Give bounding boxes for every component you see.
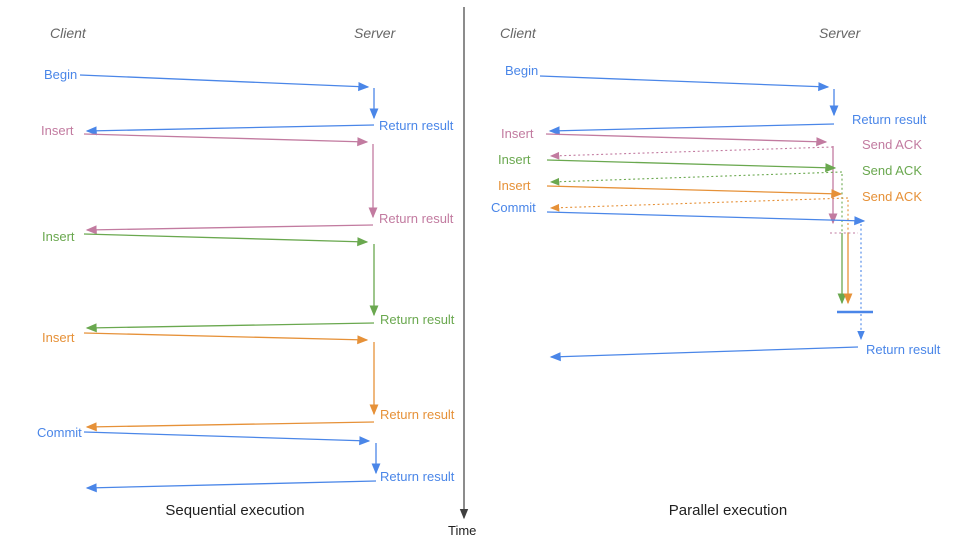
seq-insert1-request-arrow xyxy=(83,133,369,147)
par-insert2-ack-arrow xyxy=(549,171,843,186)
seq-insert3-request-arrow xyxy=(83,332,369,345)
par-insert1-request-arrow xyxy=(545,133,828,147)
par-return-result-1: Return result xyxy=(852,112,927,127)
par-send-ack-3: Send ACK xyxy=(862,189,922,204)
par-send-ack-1: Send ACK xyxy=(862,137,922,152)
sequential-panel-lines xyxy=(79,74,381,493)
seq-return-result-3: Return result xyxy=(380,312,455,327)
seq-client-header: Client xyxy=(50,25,86,41)
seq-return-result-5: Return result xyxy=(380,469,455,484)
seq-commit-request-arrow xyxy=(83,431,371,446)
seq-begin-label: Begin xyxy=(44,67,78,82)
par-begin-return-arrow xyxy=(548,123,835,136)
parallel-panel-lines xyxy=(539,75,873,362)
par-insert2-request-arrow xyxy=(546,159,837,173)
seq-commit-return-arrow xyxy=(85,480,377,493)
seq-insert3-label: Insert xyxy=(42,330,75,345)
seq-insert2-request-arrow xyxy=(83,233,369,247)
par-insert3-label: Insert xyxy=(498,178,531,193)
par-client-header: Client xyxy=(500,25,536,41)
par-begin-label: Begin xyxy=(505,63,539,78)
par-insert2-label: Insert xyxy=(498,152,531,167)
seq-begin-return-arrow xyxy=(85,124,375,136)
seq-insert2-label: Insert xyxy=(42,229,75,244)
par-send-ack-2: Send ACK xyxy=(862,163,922,178)
par-insert1-ack-arrow xyxy=(549,146,834,160)
par-server-header: Server xyxy=(819,25,861,41)
seq-insert2-return-arrow xyxy=(85,322,375,333)
seq-commit-label: Commit xyxy=(37,425,82,440)
seq-insert3-return-arrow xyxy=(85,421,375,432)
seq-begin-request-arrow xyxy=(79,74,370,92)
par-begin-request-arrow xyxy=(539,75,830,92)
par-commit-label: Commit xyxy=(491,200,536,215)
par-commit-request-arrow xyxy=(546,211,866,226)
par-final-return-arrow xyxy=(549,346,859,362)
seq-server-header: Server xyxy=(354,25,396,41)
seq-return-result-1: Return result xyxy=(379,118,454,133)
par-insert3-ack-arrow xyxy=(549,197,849,212)
parallel-execution-caption: Parallel execution xyxy=(668,502,788,519)
par-insert3-request-arrow xyxy=(546,185,843,199)
sequential-execution-caption: Sequential execution xyxy=(165,502,305,519)
seq-return-result-2: Return result xyxy=(379,211,454,226)
seq-return-result-4: Return result xyxy=(380,407,455,422)
time-axis-label: Time xyxy=(448,523,477,538)
par-insert1-label: Insert xyxy=(501,126,534,141)
seq-insert1-label: Insert xyxy=(41,123,74,138)
seq-insert1-return-arrow xyxy=(85,224,374,235)
par-final-return-result: Return result xyxy=(866,342,941,357)
